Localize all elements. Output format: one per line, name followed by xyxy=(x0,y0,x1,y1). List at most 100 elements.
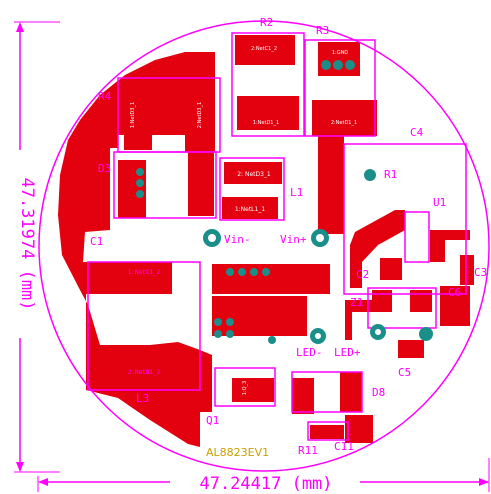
pad-r3-2 xyxy=(333,60,343,70)
copper-pour-left xyxy=(58,52,215,447)
pad-mid-5 xyxy=(268,336,276,344)
designator-c5: C5 xyxy=(398,366,411,379)
through-hole-pads xyxy=(136,60,433,344)
pad-d4-2 xyxy=(136,179,144,187)
pad-hdr-1 xyxy=(226,268,234,276)
terminal-vin-plus: Vin+ xyxy=(280,233,307,246)
terminal-led-plus: LED+ xyxy=(334,346,361,359)
pad-mid-2 xyxy=(226,318,234,326)
designator-c4: C4 xyxy=(410,126,424,139)
designator-r11: R11 xyxy=(298,444,318,457)
net-label-r3-bot: 2:NetD1_1 xyxy=(331,120,357,126)
pad-d4-1 xyxy=(136,168,144,176)
pad-d4-3 xyxy=(136,190,144,198)
designator-r4: R4 xyxy=(98,90,112,103)
pad-q1 xyxy=(232,378,274,402)
outline-c4 xyxy=(343,143,467,295)
pad-mid-4 xyxy=(226,330,234,338)
pad-l1-a xyxy=(224,162,282,184)
designator-c1: C1 xyxy=(90,235,103,248)
silkscreen-layer xyxy=(87,32,467,441)
pad-mid-1 xyxy=(214,318,222,326)
pad-d3-a xyxy=(124,78,152,150)
designator-r1: R1 xyxy=(384,168,397,181)
copper-c2 xyxy=(380,258,402,280)
copper-c6-track xyxy=(440,286,470,326)
terminal-vin-minus: Vin- xyxy=(224,233,251,246)
outline-l1 xyxy=(219,157,285,221)
net-label-d3-a: 1:NetD3_1 xyxy=(130,102,136,128)
pad-z1-b xyxy=(410,290,432,312)
pad-r2-top xyxy=(235,35,295,65)
designator-c2: C2 xyxy=(356,268,369,281)
dimension-height-label: 47.31974 (mm) xyxy=(17,177,37,310)
copper-mid-low xyxy=(212,296,307,336)
net-label-l3-a: 1:NetC1_2 xyxy=(128,269,161,276)
dimension-width-label: 47.24417 (mm) xyxy=(199,474,332,494)
pad-c6 xyxy=(419,327,433,341)
pad-r2-bot xyxy=(237,96,299,130)
pad-z1-a xyxy=(372,290,392,312)
pad-net-labels: 2:NetC1_2 1:NetD1_1 1:GND 2:NetD1_1 1:Ne… xyxy=(128,46,357,395)
net-label-l1-a: 2: NetD3_1 xyxy=(237,171,271,178)
pad-r3-1 xyxy=(321,60,331,70)
copper-layer xyxy=(58,35,474,447)
pad-r3-3 xyxy=(345,60,355,70)
copper-c5 xyxy=(398,340,424,358)
net-label-l3-b: 2:NetB1_2 xyxy=(128,369,161,376)
designator-c6: C6 xyxy=(448,286,461,299)
pad-hdr-3 xyxy=(250,268,258,276)
track-vin-plus xyxy=(318,134,344,234)
net-label-l1-b: 1:NetL1_1 xyxy=(235,206,266,213)
pad-r1 xyxy=(364,169,376,181)
terminal-led-minus: LED- xyxy=(296,346,323,359)
designator-q1: Q1 xyxy=(206,414,219,427)
outline-u1 xyxy=(404,211,430,263)
designator-z1: Z1 xyxy=(350,296,363,309)
pad-hdr-2 xyxy=(238,268,246,276)
copper-u1-right xyxy=(430,230,470,262)
copper-c11 xyxy=(310,425,344,439)
pad-hdr-4 xyxy=(262,268,270,276)
outline-q1 xyxy=(214,367,276,407)
designator-c11: C11 xyxy=(334,440,354,453)
pad-mid-3 xyxy=(214,330,222,338)
designator-c3: C3 xyxy=(474,266,487,279)
outline-r2 xyxy=(231,32,305,137)
designator-r2: R2 xyxy=(260,16,273,29)
copper-r3-top xyxy=(318,42,360,76)
terminal-labels: Vin- Vin+ LED- LED+ xyxy=(224,233,361,359)
board-title: AL8823EV1 xyxy=(206,446,269,459)
designator-u1: U1 xyxy=(433,196,446,209)
pad-r3-bot xyxy=(312,100,377,136)
outline-d4 xyxy=(113,151,217,219)
designator-d8: D8 xyxy=(372,386,385,399)
designator-l1: L1 xyxy=(290,186,303,199)
board-outline xyxy=(38,20,490,472)
designator-l3: L3 xyxy=(136,392,149,405)
dimension-height: 47.31974 (mm) xyxy=(10,21,60,473)
net-label-r3-mid: 1:GND xyxy=(332,50,348,56)
outline-l3 xyxy=(87,261,201,391)
pad-l1-b xyxy=(222,197,278,219)
copper-u1-traces xyxy=(350,210,405,288)
copper-z1-track xyxy=(345,300,372,340)
net-label-d3-b: 2:NetD3_1 xyxy=(197,102,203,128)
copper-d4-b xyxy=(188,152,214,216)
net-label-r2-bot: 1:NetD1_1 xyxy=(253,120,279,126)
net-label-r2-top: 2:NetC1_2 xyxy=(251,46,277,52)
pad-d3-b xyxy=(185,82,215,152)
outline-r3 xyxy=(304,39,376,137)
net-label-q1: 1:Q_3 xyxy=(242,381,248,395)
copper-c3 xyxy=(460,255,474,285)
designators: R2 R3 R4 D3 C4 R1 U1 L1 C1 C2 C3 Z1 C6 C… xyxy=(90,16,487,457)
outline-c11 xyxy=(307,421,349,441)
copper-bottom-right xyxy=(345,415,373,443)
designator-r3: R3 xyxy=(316,24,329,37)
outline-d8 xyxy=(291,371,363,413)
outline-z1 xyxy=(367,287,437,329)
designator-d3: D3 xyxy=(98,162,111,175)
dimension-width: 47.24417 (mm) xyxy=(37,458,490,494)
pad-d8-a xyxy=(340,372,362,412)
